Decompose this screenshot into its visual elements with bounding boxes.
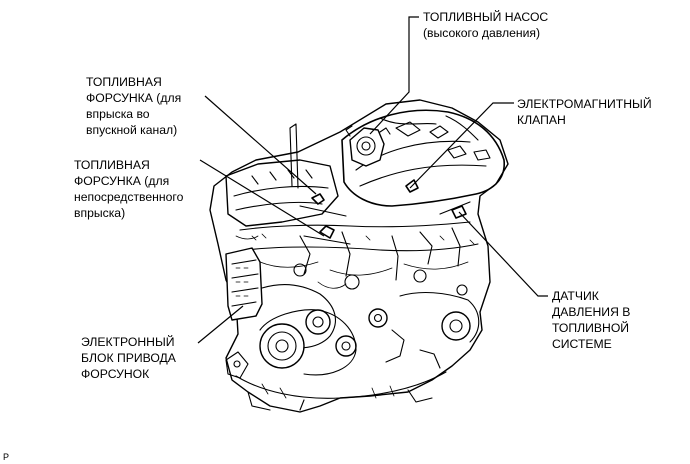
label-fuel-pump: ТОПЛИВНЫЙ НАСОС (высокого давления): [423, 9, 548, 41]
label-port-injector: ТОПЛИВНАЯ ФОРСУНКА (для впрыска во впуск…: [86, 74, 181, 138]
leader-lines: [197, 16, 548, 344]
label-port-injector-line: ФОРСУНКА (для: [86, 91, 182, 105]
label-solenoid-valve-line: КЛАПАН: [517, 113, 566, 127]
label-direct-injector: ТОПЛИВНАЯ ФОРСУНКА (для непосредственног…: [74, 157, 183, 221]
label-pressure-sensor-line: ТОПЛИВНОЙ: [552, 321, 630, 335]
label-port-injector-line: впускной канал): [86, 123, 178, 137]
leader-port-injector: [204, 95, 317, 195]
label-port-injector-line: ТОПЛИВНАЯ: [86, 75, 162, 89]
leader-pressure-sensor: [458, 211, 548, 297]
label-direct-injector-line: впрыска): [74, 206, 126, 220]
leader-direct-injector: [199, 159, 325, 237]
label-port-injector-line: впрыска во: [86, 107, 150, 121]
leader-injector-driver: [197, 305, 244, 344]
label-pressure-sensor-line: ДАТЧИК: [552, 289, 599, 303]
label-fuel-pump-line: ТОПЛИВНЫЙ НАСОС: [423, 10, 549, 24]
label-injector-driver-line: ФОРСУНОК: [81, 367, 150, 381]
label-pressure-sensor-line: СИСТЕМЕ: [552, 337, 612, 351]
label-direct-injector-line: ФОРСУНКА (для: [74, 174, 170, 188]
leader-fuel-pump: [369, 16, 419, 135]
label-fuel-pressure-sensor: ДАТЧИК ДАВЛЕНИЯ В ТОПЛИВНОЙ СИСТЕМЕ: [552, 288, 630, 352]
corner-mark: P: [3, 452, 10, 462]
label-fuel-pump-line: (высокого давления): [423, 26, 541, 40]
label-direct-injector-line: непосредственного: [74, 190, 184, 204]
label-direct-injector-line: ТОПЛИВНАЯ: [74, 158, 150, 172]
label-injector-driver-line: ЭЛЕКТРОННЫЙ: [81, 335, 175, 349]
label-pressure-sensor-line: ДАВЛЕНИЯ В: [552, 305, 631, 319]
engine-drawing: [209, 99, 509, 413]
leader-solenoid-valve: [409, 102, 514, 189]
label-solenoid-valve: ЭЛЕКТРОМАГНИТНЫЙ КЛАПАН: [517, 96, 652, 128]
label-solenoid-valve-line: ЭЛЕКТРОМАГНИТНЫЙ: [517, 97, 652, 111]
label-injector-driver-line: БЛОК ПРИВОДА: [81, 351, 176, 365]
label-injector-driver: ЭЛЕКТРОННЫЙ БЛОК ПРИВОДА ФОРСУНОК: [81, 334, 176, 382]
